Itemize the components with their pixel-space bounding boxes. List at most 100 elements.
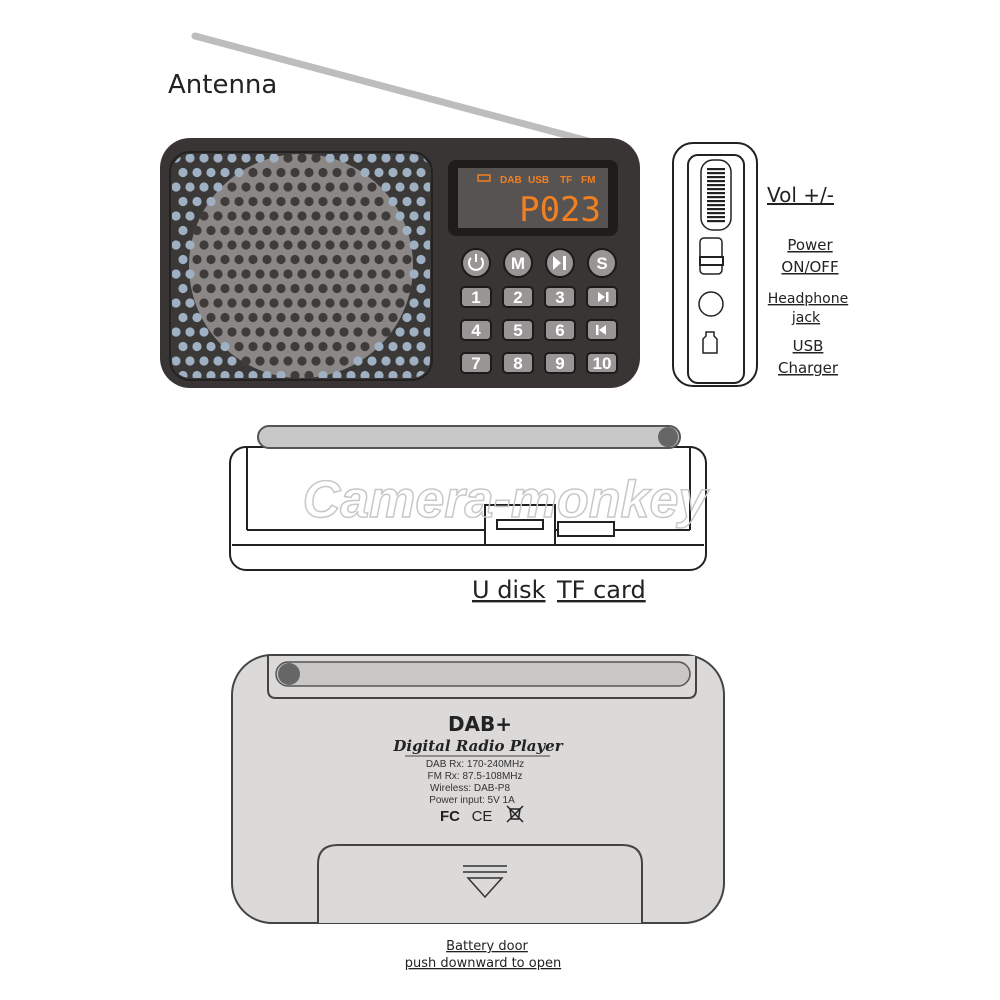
speaker-dot (409, 240, 419, 250)
speaker-dot (423, 182, 430, 192)
speaker-dot (248, 167, 258, 178)
speaker-dot (374, 254, 384, 265)
speaker-dot (199, 211, 209, 221)
mode-button[interactable]: M (503, 248, 533, 278)
svg-text:M: M (511, 254, 525, 273)
speaker-dot (255, 211, 265, 221)
speaker-dot (297, 211, 307, 221)
speaker-dot (206, 283, 216, 294)
speaker-dot (409, 356, 419, 366)
radio-top (229, 425, 707, 571)
speaker-dot (192, 254, 202, 265)
speaker-dot (325, 269, 335, 279)
key-3[interactable]: 3 (544, 286, 576, 308)
antenna-groove (257, 425, 681, 449)
speaker-dot (423, 298, 430, 308)
key-label: 2 (513, 288, 522, 307)
key-2[interactable]: 2 (502, 286, 534, 308)
speaker-dot (297, 182, 307, 192)
speaker-dot (227, 269, 237, 279)
speaker-dot (185, 240, 195, 250)
lcd-indicator-fm: FM (581, 175, 595, 186)
speaker-dot (304, 312, 314, 323)
speaker-dot (339, 154, 349, 163)
wheel-ridge (707, 180, 725, 183)
speaker-dot (199, 240, 209, 250)
speaker-dot (304, 283, 314, 294)
speaker-dot (269, 154, 279, 163)
speaker-dot (304, 225, 314, 236)
tf-card-label: TF card (556, 576, 646, 604)
prev-icon (596, 325, 606, 335)
speaker-dot (374, 341, 384, 352)
key-10[interactable]: 10 (586, 352, 618, 374)
wheel-ridge (707, 196, 725, 199)
key-9[interactable]: 9 (544, 352, 576, 374)
battery-door-label-2: push downward to open (405, 956, 561, 971)
headphone-label-2: jack (791, 310, 821, 326)
speaker-dot (290, 283, 300, 294)
speaker-dot (402, 225, 412, 236)
weee-bin-icon (506, 805, 524, 823)
speaker-dot (339, 240, 349, 250)
ce-mark: CE (472, 808, 493, 825)
speaker-dot (255, 269, 265, 279)
key-prev[interactable] (586, 319, 618, 341)
speaker-dot (416, 341, 426, 352)
power-label-1: Power (787, 236, 833, 254)
play-pause-button[interactable] (545, 248, 575, 278)
key-label: 3 (555, 288, 564, 307)
speaker-dot (332, 167, 342, 178)
key-8[interactable]: 8 (502, 352, 534, 374)
speaker-dot (416, 283, 426, 294)
speaker-dot (367, 182, 377, 192)
speaker-dot (388, 196, 398, 207)
speaker-dot (213, 154, 223, 163)
tf-card-slot (557, 521, 615, 537)
speaker-dot (206, 370, 216, 378)
speaker-dot (241, 211, 251, 221)
speaker-dot (213, 240, 223, 250)
battery-door[interactable] (317, 844, 643, 923)
speaker-dot (346, 283, 356, 294)
key-5[interactable]: 5 (502, 319, 534, 341)
lcd-readout: P023 (519, 190, 601, 230)
speaker-dot (339, 182, 349, 192)
speaker-dot (318, 225, 328, 236)
speaker-dot (262, 370, 272, 378)
key-4[interactable]: 4 (460, 319, 492, 341)
speaker-dot (241, 298, 251, 308)
wheel-ridge (707, 176, 725, 179)
lcd-indicator-dab: DAB (500, 175, 522, 186)
key-6[interactable]: 6 (544, 319, 576, 341)
speaker-dot (360, 196, 370, 207)
speaker-dot (367, 240, 377, 250)
speaker-dot (318, 341, 328, 352)
speaker-dot (360, 254, 370, 265)
speaker-dot (206, 196, 216, 207)
power-button[interactable] (461, 248, 491, 278)
speaker-dot (262, 254, 272, 265)
key-label: 9 (555, 354, 564, 373)
volume-wheel[interactable] (700, 159, 732, 231)
speaker-dot (227, 298, 237, 308)
speaker-dot (290, 341, 300, 352)
speaker-dot (353, 240, 363, 250)
speaker-dot (185, 298, 195, 308)
speaker-dot (262, 341, 272, 352)
key-7[interactable]: 7 (460, 352, 492, 374)
speaker-dot (374, 196, 384, 207)
speaker-dot (227, 327, 237, 337)
speaker-dot (283, 154, 293, 163)
speaker-dot (332, 254, 342, 265)
speaker-dot (346, 341, 356, 352)
key-next[interactable] (586, 286, 618, 308)
key-1[interactable]: 1 (460, 286, 492, 308)
antenna-rod (191, 32, 596, 146)
s-button[interactable]: S (587, 248, 617, 278)
speaker-dot (220, 283, 230, 294)
speaker-dot (381, 154, 391, 163)
speaker-dot (381, 240, 391, 250)
speaker-dot (346, 312, 356, 323)
speaker-dot (353, 154, 363, 163)
